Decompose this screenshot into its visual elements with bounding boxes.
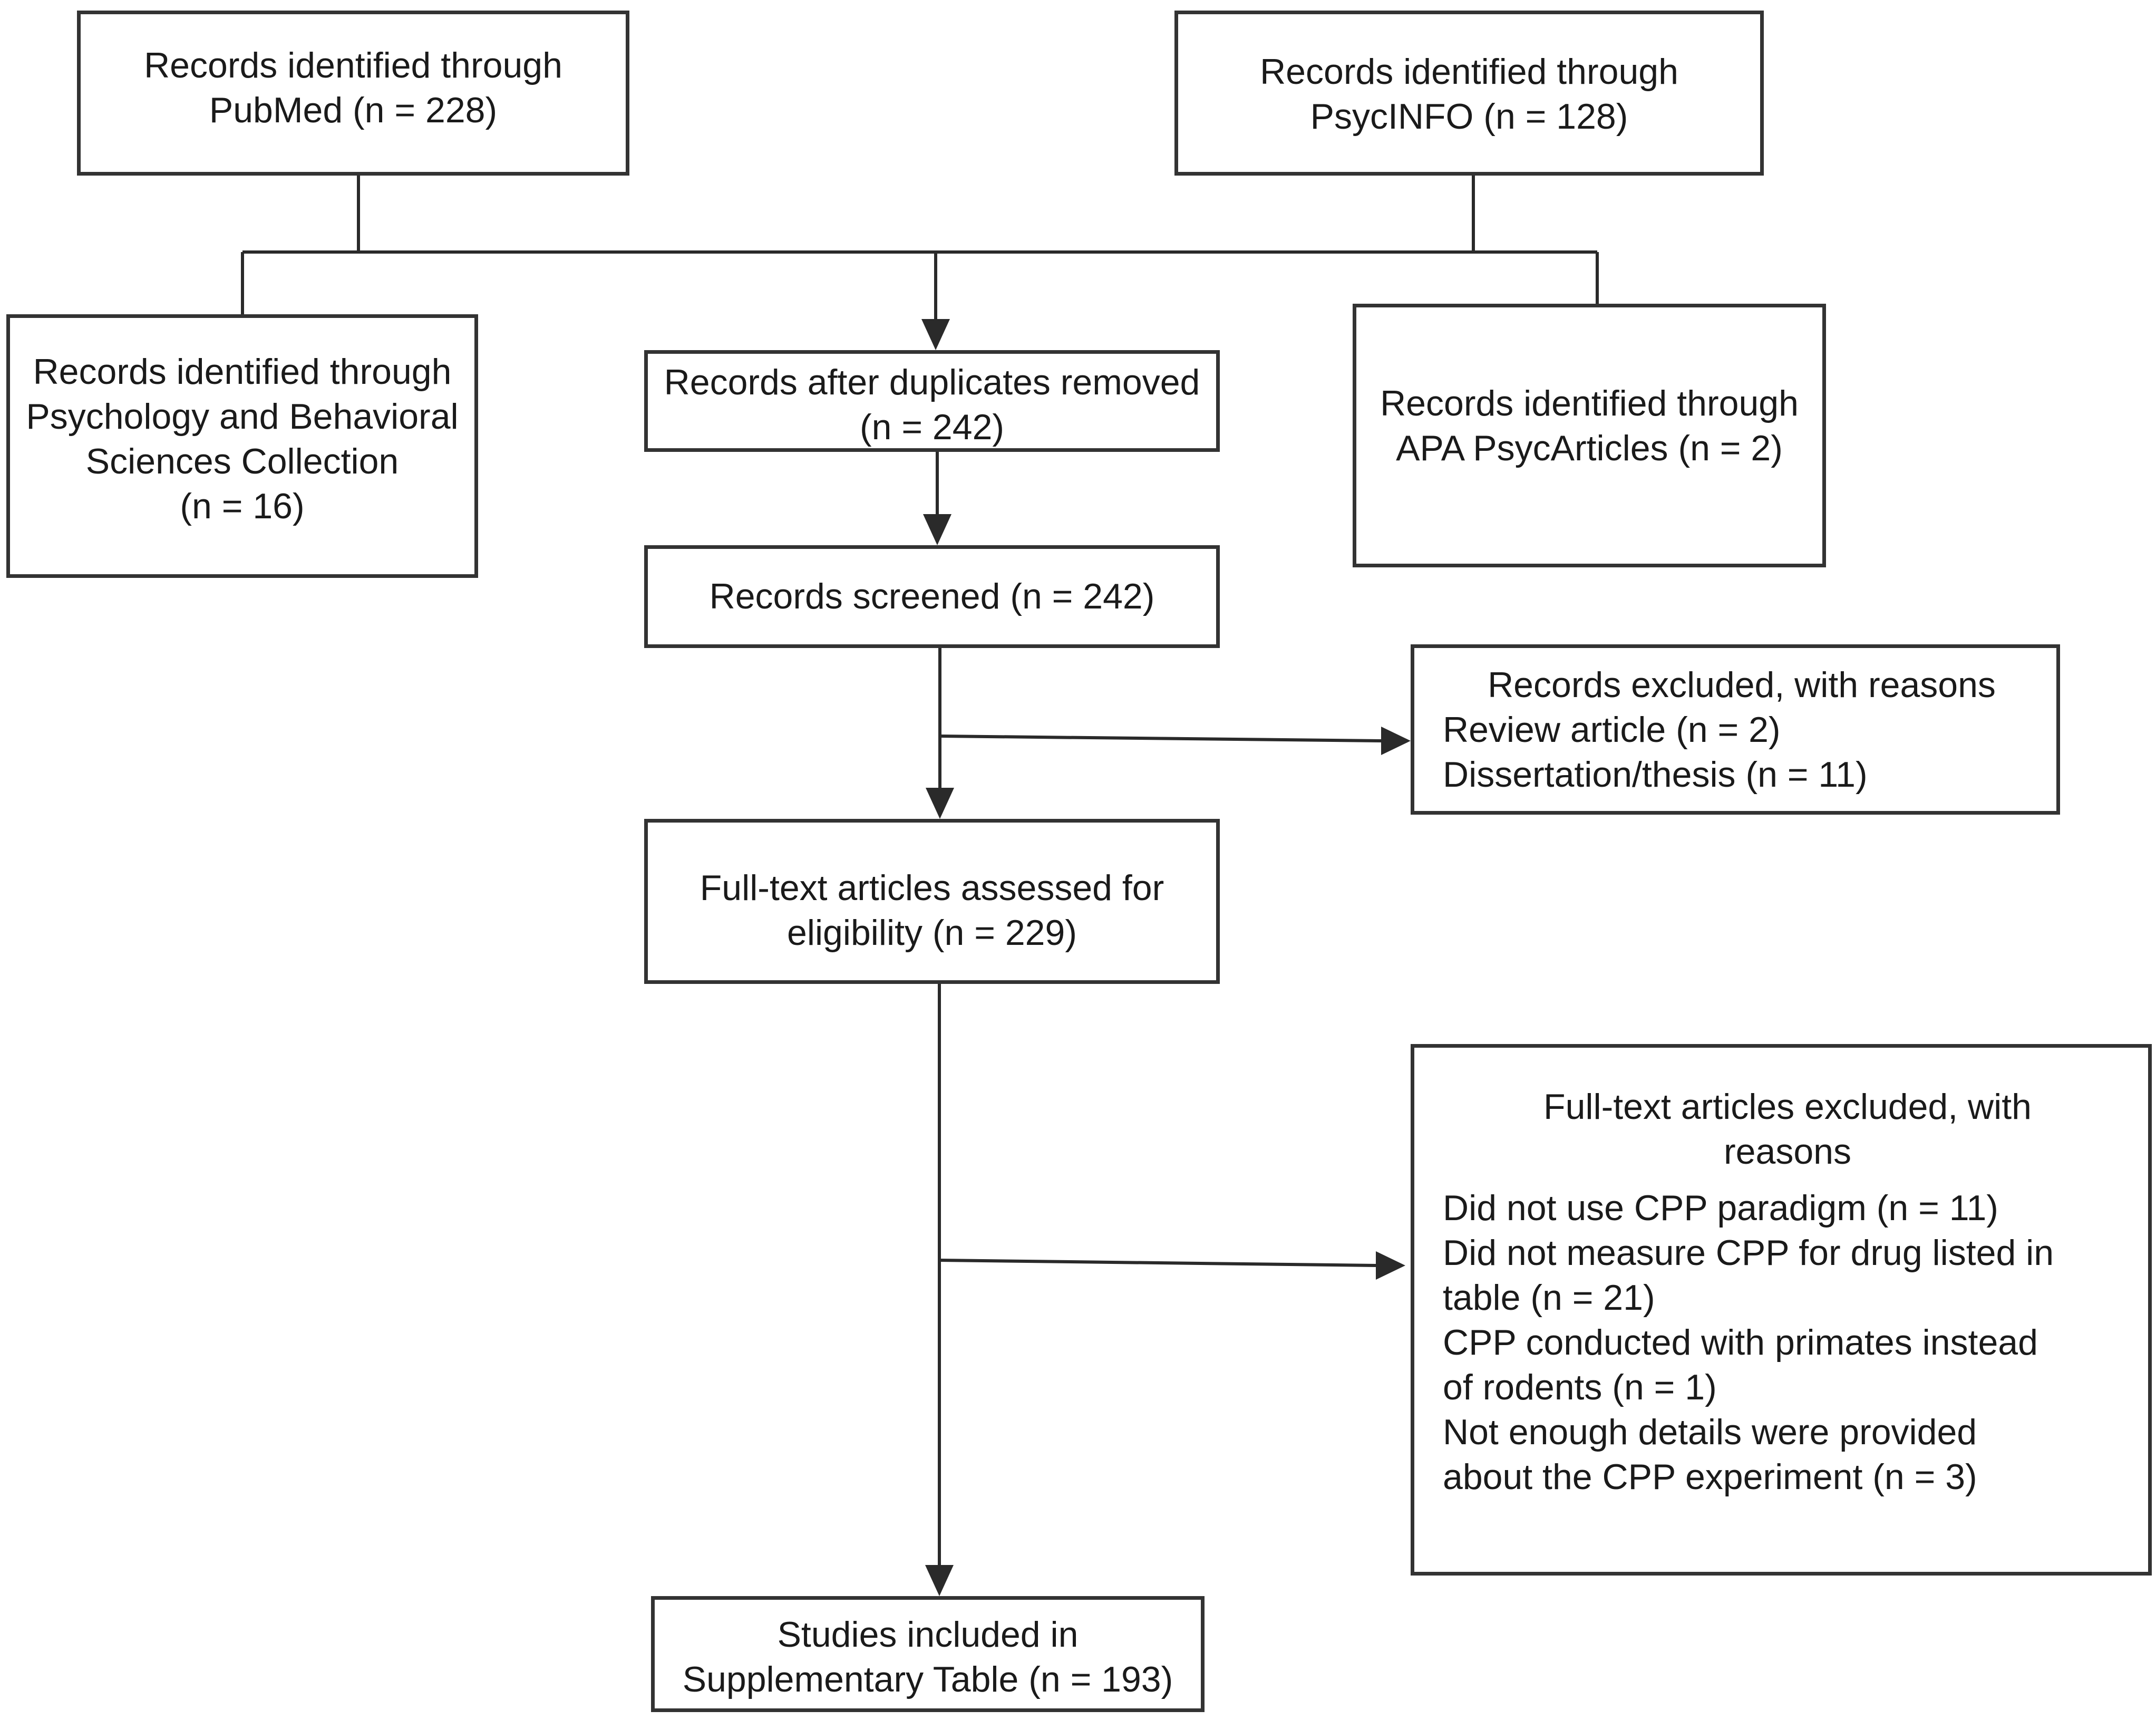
fulltext-excluded-reason-2b: table (n = 21) [1443,1278,1655,1318]
arrowhead-to-records-excluded [1381,727,1411,755]
arrowhead-to-fulltext-excluded [1376,1251,1405,1280]
box-psych-behavioral: Records identified through Psychology an… [6,314,478,578]
box-psych-behavioral-line-2: Psychology and Behavioral [26,397,459,437]
box-duplicates-removed-line-1: Records after duplicates removed [664,362,1200,402]
records-excluded-heading: Records excluded, with reasons [1488,665,1996,705]
box-apa-psycarticles-line-2: APA PsycArticles (n = 2) [1396,428,1783,468]
box-duplicates-removed: Records after duplicates removed (n = 24… [644,350,1220,452]
box-studies-included: Studies included in Supplementary Table … [651,1596,1205,1712]
box-fulltext-assessed-line-2: eligibility (n = 229) [787,913,1077,953]
box-psycinfo-line-1: Records identified through [1260,52,1678,92]
box-records-screened: Records screened (n = 242) [644,545,1220,648]
fulltext-excluded-reason-3a: CPP conducted with primates instead [1443,1322,2038,1363]
box-pubmed: Records identified through PubMed (n = 2… [77,11,629,176]
box-psych-behavioral-line-1: Records identified through [33,352,452,392]
fulltext-excluded-reason-4a: Not enough details were provided [1443,1412,1977,1452]
box-duplicates-removed-line-2: (n = 242) [859,407,1005,447]
box-apa-psycarticles: Records identified through APA PsycArtic… [1353,304,1826,567]
connector-branch-to-fulltext-excluded [939,1259,1376,1267]
fulltext-excluded-heading-line-1: Full-text articles excluded, with [1543,1087,2032,1127]
box-studies-included-line-2: Supplementary Table (n = 193) [682,1659,1173,1699]
arrowhead-to-fulltext [926,788,954,819]
arrowhead-to-included [925,1565,954,1596]
box-fulltext-excluded: Full-text articles excluded, with reason… [1411,1044,2152,1576]
box-psycinfo-line-2: PsycINFO (n = 128) [1310,96,1628,137]
box-apa-psycarticles-line-1: Records identified through [1380,383,1799,423]
fulltext-excluded-reason-4b: about the CPP experiment (n = 3) [1443,1457,1977,1497]
records-excluded-reason-2: Dissertation/thesis (n = 11) [1443,755,1868,795]
box-studies-included-line-1: Studies included in [777,1615,1079,1655]
fulltext-excluded-reason-3b: of rodents (n = 1) [1443,1367,1717,1407]
box-psych-behavioral-line-4: (n = 16) [180,486,305,526]
arrowhead-to-duplicates [921,319,950,350]
box-fulltext-assessed: Full-text articles assessed for eligibil… [644,819,1220,984]
box-records-excluded: Records excluded, with reasons Review ar… [1411,644,2060,815]
box-psych-behavioral-line-3: Sciences Collection [85,441,399,481]
box-fulltext-assessed-line-1: Full-text articles assessed for [700,868,1164,908]
box-psycinfo: Records identified through PsycINFO (n =… [1174,11,1764,176]
arrowhead-to-screened [923,514,951,545]
box-pubmed-line-1: Records identified through [144,45,562,85]
connector-branch-to-excluded [939,735,1382,742]
fulltext-excluded-heading-line-2: reasons [1724,1132,1851,1172]
records-excluded-reason-1: Review article (n = 2) [1443,710,1781,750]
box-pubmed-line-2: PubMed (n = 228) [209,90,498,130]
box-records-screened-line-1: Records screened (n = 242) [709,576,1155,616]
fulltext-excluded-reason-1: Did not use CPP paradigm (n = 11) [1443,1188,1998,1228]
fulltext-excluded-reason-2a: Did not measure CPP for drug listed in [1443,1233,2054,1273]
